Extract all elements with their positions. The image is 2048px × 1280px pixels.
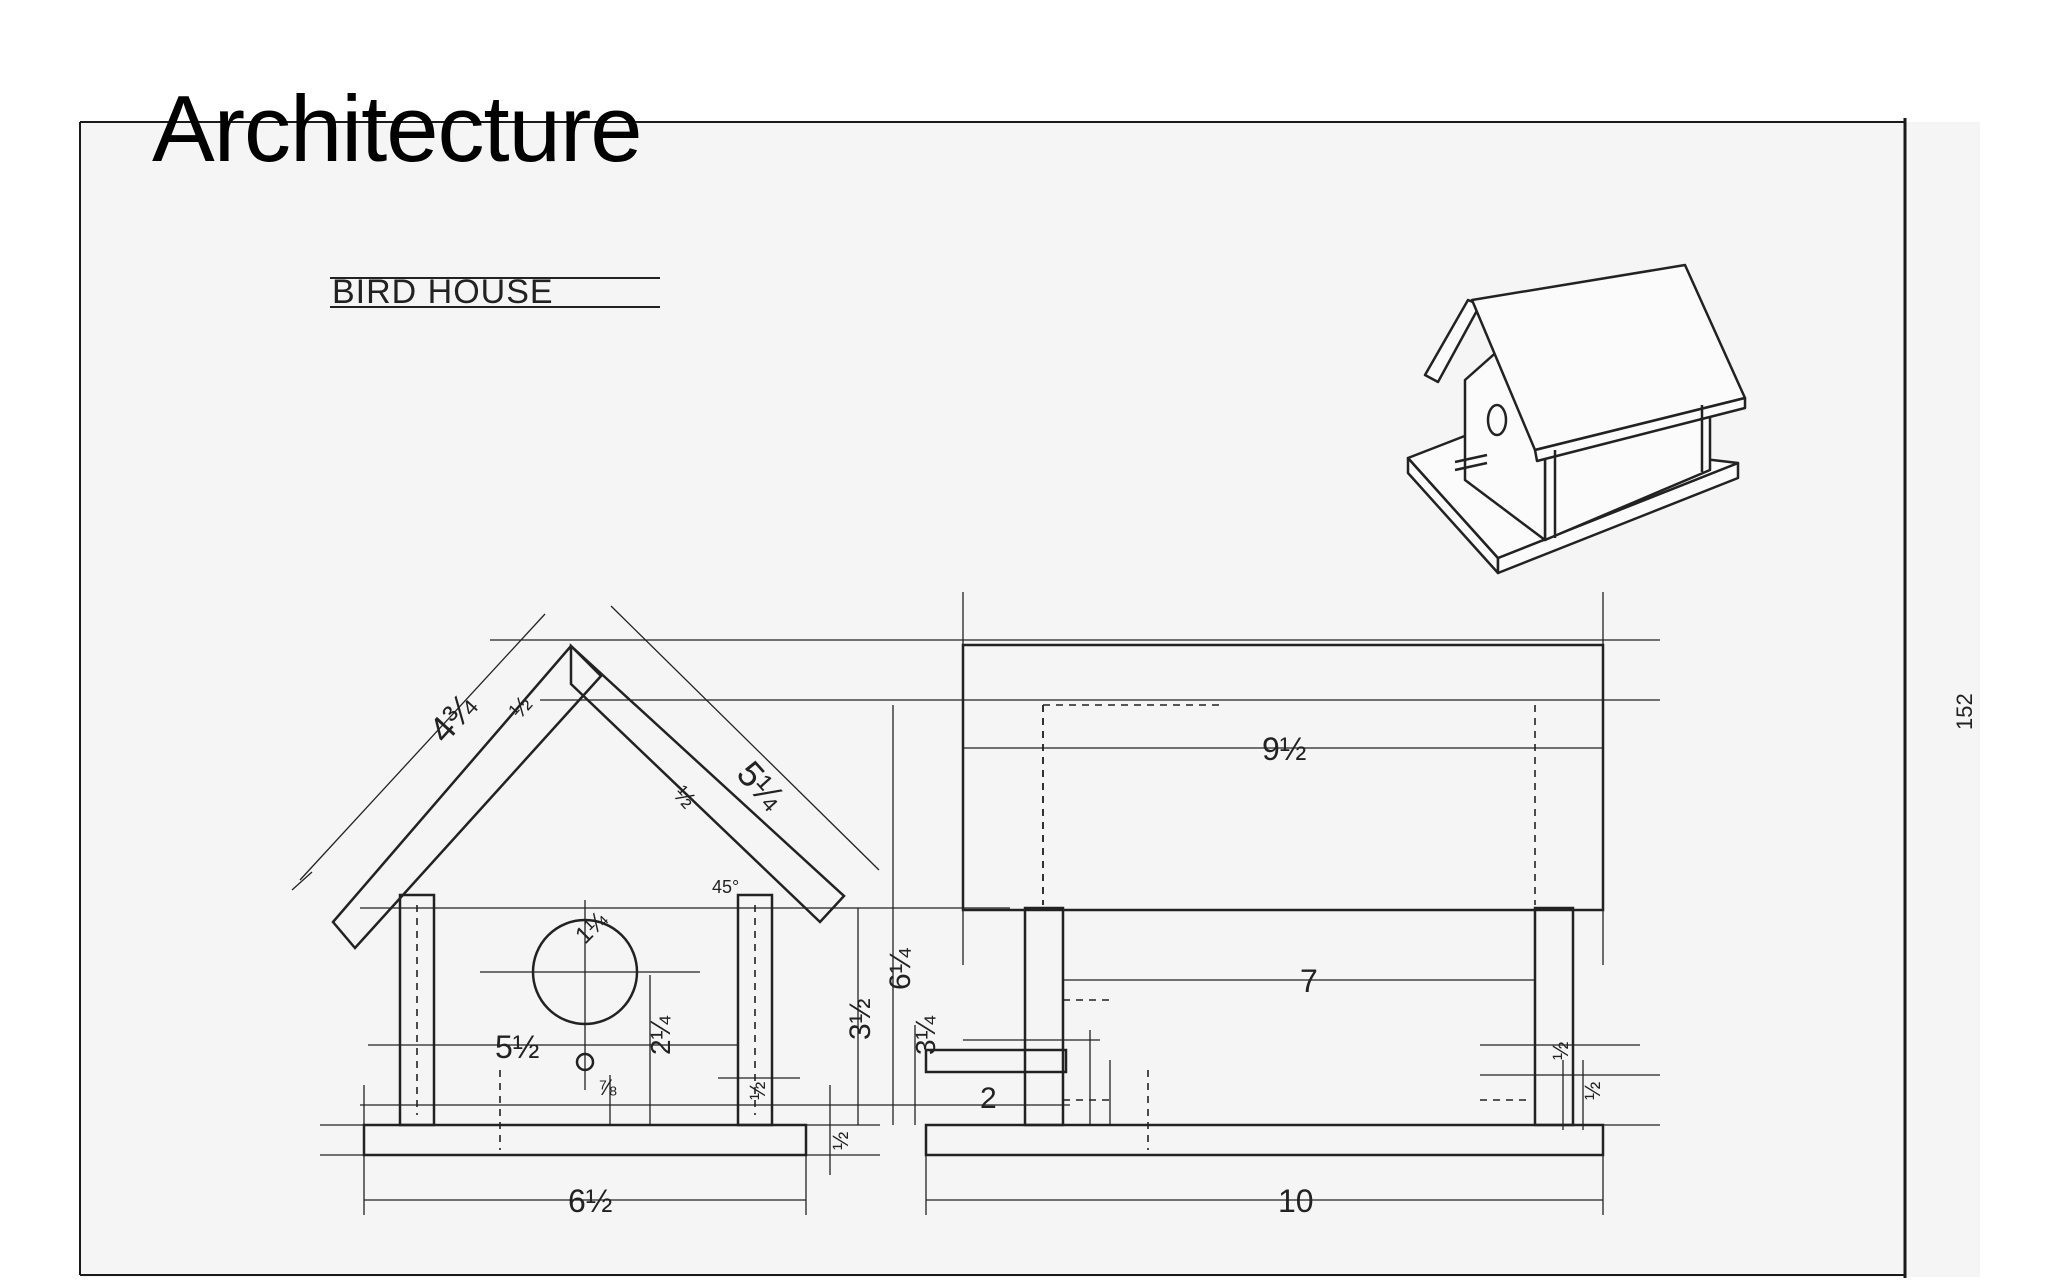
dim-post-thickness-a: ½ [1548,1042,1573,1060]
dim-angle: 45° [712,877,739,897]
front-dimension-lines [291,605,1660,1215]
sheet-frame [79,118,1907,1278]
side-dimension-lines [925,592,1660,1215]
dim-base-width: 6½ [568,1183,612,1219]
dim-perch-length: 2 [980,1082,997,1115]
dim-inner-length: 7 [1300,963,1318,999]
dim-post-width: ½ [745,1082,770,1100]
hidden-lines [416,704,1536,1150]
dim-base-thickness: ½ [828,1132,853,1150]
isometric-sketch [1406,263,1747,575]
page-number: 152 [1952,693,1977,730]
dim-front-width: 5½ [495,1029,539,1065]
dim-perch-rise: 3¼ [910,1015,941,1055]
dim-perch-height: ⅞ [598,1075,617,1100]
dim-base-length: 10 [1278,1183,1314,1219]
dim-hole-height: 2¼ [645,1015,676,1055]
dim-post-thickness-b: ½ [1580,1082,1605,1100]
drawing-heading: BIRD HOUSE [332,273,554,311]
slide-title: Architecture [152,76,643,181]
dim-side-height-b: 6¼ [884,947,917,990]
dim-roof-span: 9½ [1262,731,1306,767]
dim-side-height-a: 3½ [844,998,877,1040]
